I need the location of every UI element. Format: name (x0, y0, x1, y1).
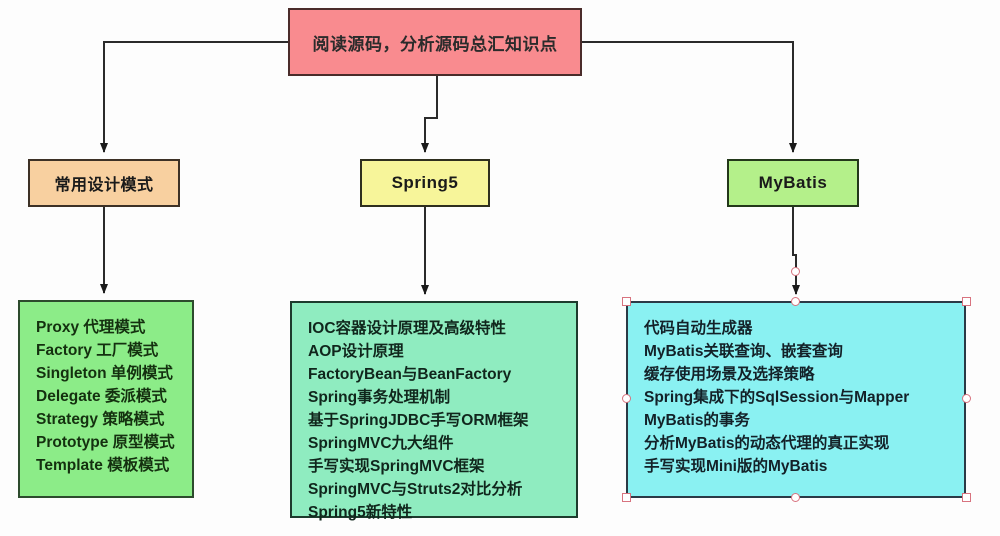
list-item: 缓存使用场景及选择策略 (644, 366, 815, 383)
branch-node-mybatis[interactable]: MyBatis (727, 159, 859, 207)
branch-node-mybatis-label: MyBatis (758, 173, 828, 192)
list-item: Proxy 代理模式 (36, 319, 146, 336)
list-box-mybatis[interactable]: 代码自动生成器 MyBatis关联查询、嵌套查询 缓存使用场景及选择策略 Spr… (626, 301, 966, 498)
list-item: Delegate 委派模式 (36, 388, 167, 405)
branch-node-design-patterns[interactable]: 常用设计模式 (28, 159, 180, 207)
list-item: 代码自动生成器 (644, 320, 753, 337)
connector-endpoint-handle[interactable] (791, 267, 800, 276)
list-item: FactoryBean与BeanFactory (308, 366, 512, 383)
list-item: SpringMVC与Struts2对比分析 (308, 481, 523, 498)
connector-root-to-design-patterns (100, 41, 288, 153)
branch-node-design-patterns-label: 常用设计模式 (54, 177, 154, 194)
list-item: SpringMVC九大组件 (308, 435, 454, 452)
list-box-design-patterns[interactable]: Proxy 代理模式 Factory 工厂模式 Singleton 单例模式 D… (18, 300, 194, 498)
list-item: 基于SpringJDBC手写ORM框架 (308, 412, 529, 429)
list-item: 手写实现SpringMVC框架 (308, 458, 485, 475)
list-item: MyBatis的事务 (644, 412, 750, 429)
list-item: IOC容器设计原理及高级特性 (308, 320, 507, 337)
connector-root-to-mybatis (582, 41, 797, 153)
root-node-label: 阅读源码，分析源码总汇知识点 (312, 34, 558, 54)
list-item: Singleton 单例模式 (36, 365, 173, 382)
branch-node-spring5-label: Spring5 (391, 173, 459, 192)
list-item: Spring集成下的SqlSession与Mapper (644, 389, 910, 406)
list-item: 手写实现Mini版的MyBatis (644, 458, 828, 475)
branch-node-spring5[interactable]: Spring5 (360, 159, 490, 207)
list-item: AOP设计原理 (308, 343, 404, 360)
list-item: Factory 工厂模式 (36, 342, 159, 359)
list-item: 分析MyBatis的动态代理的真正实现 (644, 435, 890, 452)
list-item: MyBatis关联查询、嵌套查询 (644, 343, 843, 360)
root-node[interactable]: 阅读源码，分析源码总汇知识点 (288, 8, 582, 76)
list-item: Spring事务处理机制 (308, 389, 451, 406)
list-item: Template 模板模式 (36, 457, 170, 474)
connector-mybatis-to-list (792, 207, 800, 295)
list-item: Prototype 原型模式 (36, 434, 175, 451)
list-item: Strategy 策略模式 (36, 411, 165, 428)
list-item: Spring5新特性 (308, 504, 413, 521)
connector-root-to-spring5 (421, 76, 438, 153)
list-box-spring5[interactable]: IOC容器设计原理及高级特性 AOP设计原理 FactoryBean与BeanF… (290, 301, 578, 521)
